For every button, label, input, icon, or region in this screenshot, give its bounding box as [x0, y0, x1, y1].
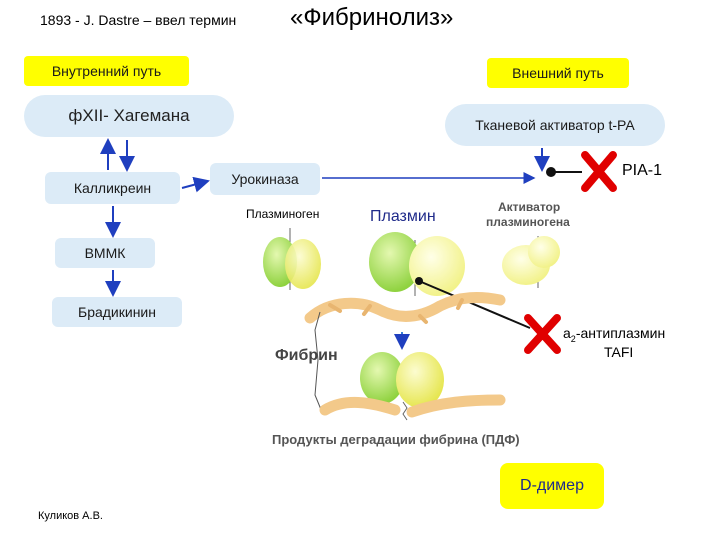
fibrin-bracket	[314, 311, 323, 413]
pai-block-cross-icon	[581, 151, 617, 192]
d-dimer-badge: D-димер	[500, 463, 604, 509]
pai-inhibit-dot	[546, 167, 556, 177]
activator-label-line1: Активатор	[498, 200, 561, 214]
tafi-label: TAFI	[604, 344, 634, 360]
kallikrein-node: Калликреин	[45, 172, 180, 204]
plasminogen-molecule	[263, 228, 321, 290]
antiplasmin-inhibit-line	[418, 280, 531, 329]
fibrin-strand-upper	[304, 292, 506, 324]
bmmk-node: ВММК	[55, 238, 155, 268]
urokinase-node: Урокиназа	[210, 163, 320, 195]
bradykinin-node: Брадикинин	[52, 297, 182, 327]
title-term: «Фибринолиз»	[290, 4, 454, 31]
fibrin-fragment-left	[319, 396, 401, 416]
title-prefix: 1893 - J. Dastre – ввел термин	[40, 12, 237, 28]
factor-xii-node: фXII- Хагемана	[24, 95, 234, 137]
antiplasmin-label: a2-антиплазмин	[563, 325, 666, 344]
plasmin-label: Плазмин	[370, 208, 436, 225]
external-pathway-label: Внешний путь	[487, 58, 629, 88]
arrow-kallikrein-urokinase	[181, 176, 210, 193]
pai-label: PIA-1	[622, 162, 663, 179]
fibrin-fragment-right	[406, 394, 506, 418]
degradation-molecule	[360, 352, 444, 408]
fibrin-label: Фибрин	[275, 347, 338, 364]
plasminogen-label: Плазминоген	[246, 207, 320, 221]
antiplasmin-block-cross-icon	[524, 314, 561, 354]
activator-molecule	[502, 236, 560, 288]
activator-label-line2: плазминогена	[486, 215, 570, 229]
plasmin-molecule	[369, 232, 465, 296]
author-credit: Куликов А.В.	[38, 510, 103, 522]
tpa-node: Тканевой активатор t-PA	[445, 104, 665, 146]
internal-pathway-label: Внутренний путь	[24, 56, 189, 86]
fdp-label: Продукты деградации фибрина (ПДФ)	[272, 432, 520, 447]
